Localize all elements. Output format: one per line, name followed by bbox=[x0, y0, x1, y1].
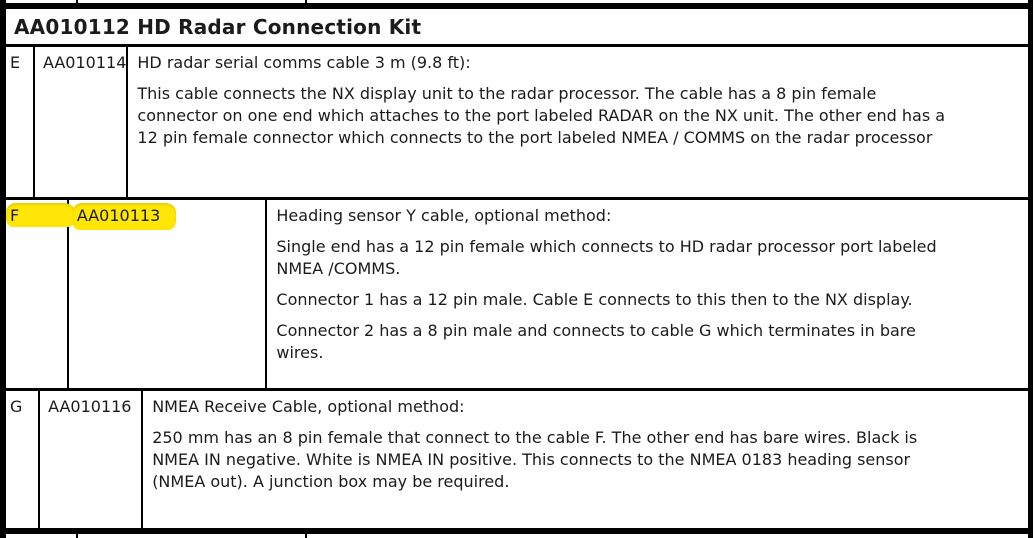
description-paragraph: Connector 2 has a 8 pin male and connect… bbox=[276, 321, 916, 362]
cell-part-number: AA010114 bbox=[35, 47, 129, 197]
table-border-segment bbox=[1028, 534, 1033, 538]
description-paragraph: This cable connects the NX display unit … bbox=[137, 84, 946, 147]
cell-description: HD radar serial comms cable 3 m (9.8 ft)… bbox=[128, 47, 1028, 197]
highlight-annotation: AA010113 bbox=[72, 203, 177, 230]
table-border-segment bbox=[305, 0, 307, 3]
table-border-segment bbox=[0, 0, 6, 3]
table-row-g: G AA010116 NMEA Receive Cable, optional … bbox=[6, 391, 1028, 528]
highlight-annotation bbox=[6, 203, 76, 227]
cell-item-letter: E bbox=[6, 47, 35, 197]
item-letter: G bbox=[10, 397, 23, 416]
previous-row-sliver bbox=[0, 0, 1034, 3]
description-paragraph: Connector 1 has a 12 pin male. Cable E c… bbox=[276, 290, 913, 309]
cell-item-letter: G bbox=[6, 391, 41, 528]
part-number: AA010116 bbox=[48, 397, 132, 416]
table-border-segment bbox=[76, 0, 78, 3]
cell-part-number: AA010113 bbox=[69, 200, 268, 388]
table-title: AA010112 HD Radar Connection Kit bbox=[6, 9, 1028, 47]
table-border-segment bbox=[0, 534, 6, 538]
description-paragraph: Single end has a 12 pin female which con… bbox=[276, 237, 937, 278]
table-row-f: F AA010113 Heading sensor Y cable, optio… bbox=[6, 200, 1028, 391]
cell-part-number: AA010116 bbox=[40, 391, 144, 528]
table-border-segment bbox=[305, 534, 307, 538]
table-border-segment bbox=[1028, 0, 1033, 3]
part-number: AA010113 bbox=[76, 206, 161, 225]
cell-description: Heading sensor Y cable, optional method:… bbox=[267, 200, 1028, 388]
cell-description: NMEA Receive Cable, optional method: 250… bbox=[143, 391, 1028, 528]
table-border-segment bbox=[76, 534, 78, 538]
item-letter: E bbox=[10, 53, 21, 72]
description-paragraph: Heading sensor Y cable, optional method: bbox=[276, 206, 612, 225]
cell-item-letter: F bbox=[6, 200, 76, 388]
part-number: AA010114 bbox=[42, 53, 127, 72]
description-paragraph: HD radar serial comms cable 3 m (9.8 ft)… bbox=[137, 53, 471, 72]
description-paragraph: 250 mm has an 8 pin female that connect … bbox=[152, 428, 918, 491]
parts-table: AA010112 HD Radar Connection Kit E AA010… bbox=[0, 3, 1033, 534]
table-row-e: E AA010114 HD radar serial comms cable 3… bbox=[6, 47, 1028, 200]
next-row-sliver bbox=[0, 534, 1034, 538]
item-letter: F bbox=[10, 206, 20, 225]
description-paragraph: NMEA Receive Cable, optional method: bbox=[152, 397, 465, 416]
